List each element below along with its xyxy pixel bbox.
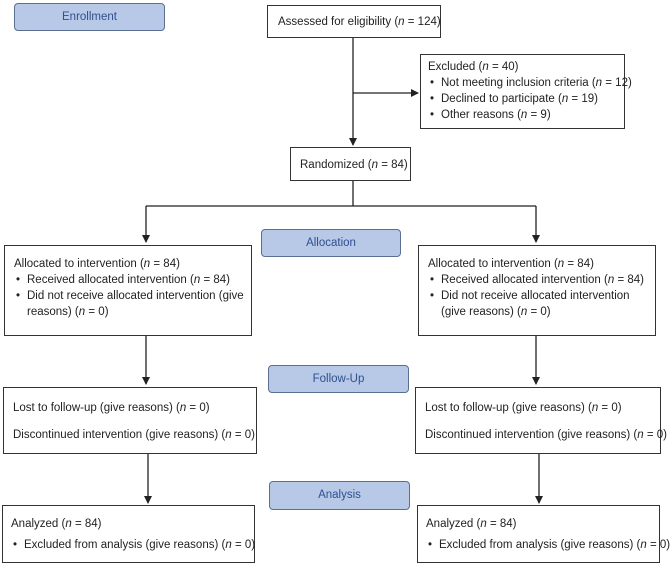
right-followup-box: Lost to follow-up (give reasons) (n = 0)… xyxy=(415,387,667,454)
excluded-item: Declined to participate (n = 19) xyxy=(428,91,620,107)
excluded-item: Other reasons (n = 9) xyxy=(428,107,620,123)
stage-allocation: Allocation xyxy=(261,229,401,257)
stage-follow-up: Follow-Up xyxy=(268,365,409,393)
lost-followup-label: Lost to follow-up (give reasons) (n = 0) xyxy=(13,402,210,414)
excluded-analysis-item: Excluded from analysis (give reasons) (n… xyxy=(426,537,670,553)
stage-analysis: Analysis xyxy=(269,481,410,510)
left-allocation-box: Allocated to intervention (n = 84) Recei… xyxy=(4,245,252,336)
analyzed-label: Analyzed (n = 84) xyxy=(11,518,102,530)
received-item: Received allocated intervention (n = 84) xyxy=(14,272,245,288)
assessed-box: Assessed for eligibility (n = 124) xyxy=(267,5,441,38)
discontinued-label: Discontinued intervention (give reasons)… xyxy=(13,429,255,441)
not-received-item: Did not receive allocated intervention (… xyxy=(14,288,245,320)
excluded-box: Excluded (n = 40) Not meeting inclusion … xyxy=(420,54,632,129)
excluded-analysis-item: Excluded from analysis (give reasons) (n… xyxy=(11,537,255,553)
right-analysis-box: Analyzed (n = 84) Excluded from analysis… xyxy=(417,505,670,563)
left-analysis-box: Analyzed (n = 84) Excluded from analysis… xyxy=(2,505,255,563)
randomized-box: Randomized (n = 84) xyxy=(290,147,411,181)
excluded-item: Not meeting inclusion criteria (n = 12) xyxy=(428,75,632,91)
left-followup-box: Lost to follow-up (give reasons) (n = 0)… xyxy=(3,387,257,454)
right-allocation-box: Allocated to intervention (n = 84) Recei… xyxy=(418,245,656,336)
analyzed-label: Analyzed (n = 84) xyxy=(426,518,517,530)
excluded-title: Excluded (n = 40) xyxy=(428,61,519,73)
allocated-label: Allocated to intervention (n = 84) xyxy=(428,258,594,270)
stage-enrollment: Enrollment xyxy=(14,3,165,31)
not-received-item: Did not receive allocated intervention (… xyxy=(428,288,649,320)
received-item: Received allocated intervention (n = 84) xyxy=(428,272,649,288)
allocated-label: Allocated to intervention (n = 84) xyxy=(14,258,180,270)
lost-followup-label: Lost to follow-up (give reasons) (n = 0) xyxy=(425,402,622,414)
discontinued-label: Discontinued intervention (give reasons)… xyxy=(425,429,667,441)
